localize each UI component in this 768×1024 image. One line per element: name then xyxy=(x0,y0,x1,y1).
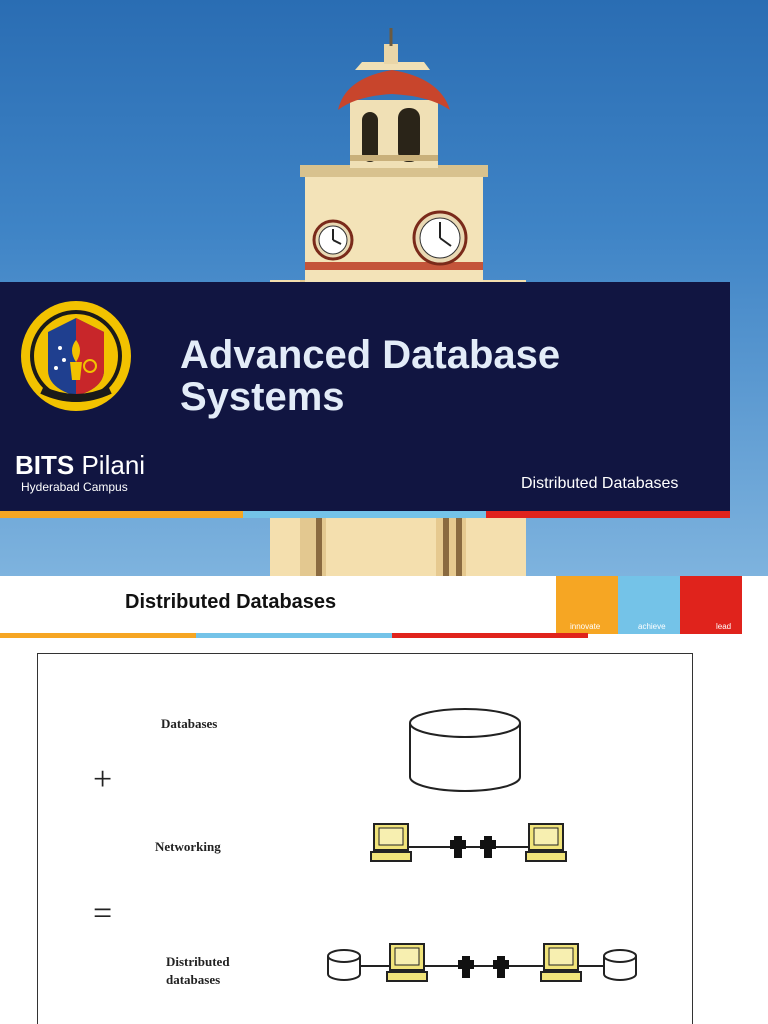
innovate-achieve-lead-logo: innovate achieve lead xyxy=(556,576,742,634)
computer-icon xyxy=(370,823,412,862)
tag-innovate: innovate xyxy=(556,576,618,634)
title-slide: Advanced Database Systems BITS Pilani Hy… xyxy=(0,0,768,576)
diagram-graphics xyxy=(327,708,637,982)
connector-icon xyxy=(480,836,496,858)
small-database-icon xyxy=(603,949,637,981)
stripe-orange xyxy=(0,511,243,518)
computer-icon xyxy=(525,823,567,862)
bits-pilani-wordmark: BITS Pilani xyxy=(15,451,145,479)
heading-underline-stripe xyxy=(0,633,588,638)
small-database-icon xyxy=(327,949,361,981)
distributed-network-icon xyxy=(327,943,637,982)
title-banner xyxy=(0,282,730,511)
database-cylinder-icon xyxy=(409,708,521,792)
computer-icon xyxy=(540,943,582,982)
title-line-1: Advanced Database xyxy=(180,333,561,377)
underline-red xyxy=(392,633,588,638)
title-line-2: Systems xyxy=(180,375,345,419)
connector-icon xyxy=(458,956,474,978)
underline-blue xyxy=(196,633,392,638)
connector-icon xyxy=(493,956,509,978)
stripe-red xyxy=(486,511,730,518)
slide-heading: Distributed Databases xyxy=(125,591,337,613)
underline-orange xyxy=(0,633,196,638)
connector-icon xyxy=(450,836,466,858)
label-databases: Databases xyxy=(161,716,218,731)
stripe-blue xyxy=(243,511,486,518)
tag-lead-text: lead xyxy=(716,622,732,631)
label-distributed-databases: Distributed databases xyxy=(166,953,230,989)
label-distributed-line-2: databases xyxy=(166,972,221,987)
tag-achieve: achieve xyxy=(618,576,680,634)
computer-icon xyxy=(386,943,428,982)
network-icon xyxy=(370,823,567,862)
tag-achieve-text: achieve xyxy=(638,622,666,631)
brand-bold: BITS xyxy=(15,450,75,480)
content-slide: Distributed Databases innovate achieve l… xyxy=(0,576,768,1024)
equals-operator: = xyxy=(93,895,113,932)
distributed-db-diagram: Databases + Networking = Distributed dat… xyxy=(37,653,693,1024)
label-distributed-line-1: Distributed xyxy=(166,954,230,969)
tag-lead: lead xyxy=(680,576,742,634)
plus-operator: + xyxy=(93,761,113,798)
campus-label: Hyderabad Campus xyxy=(21,480,128,494)
bits-emblem-logo xyxy=(21,301,131,411)
slide-subtitle: Distributed Databases xyxy=(521,475,679,492)
color-stripe xyxy=(0,511,730,518)
presentation-title: Advanced Database Systems xyxy=(180,334,700,418)
tag-innovate-text: innovate xyxy=(570,622,601,631)
label-networking: Networking xyxy=(155,839,221,854)
brand-regular: Pilani xyxy=(74,450,146,480)
